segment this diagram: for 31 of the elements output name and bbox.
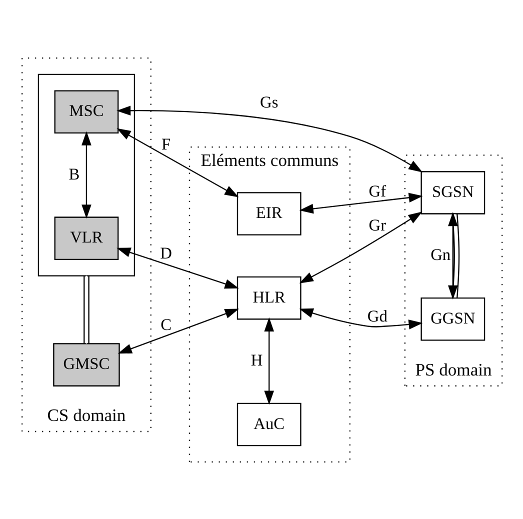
node-box: GGSN [420,296,486,340]
arrow [118,308,239,354]
edge-label: Gs [260,92,278,111]
arrow [299,308,423,329]
arrow [299,192,423,214]
node-box: MSC [54,90,119,134]
edge-label: F [162,134,171,154]
edge-label: Gn [430,244,451,264]
node-box: HLR [236,276,302,320]
edge-label: Gr [368,214,386,234]
edge-label: H [250,350,263,370]
arrow [116,247,239,288]
node-box: AuC [236,402,302,446]
edge-label: Gd [367,306,388,326]
node-box: GMSC [53,342,120,386]
edge-label: B [68,164,80,183]
arrow [299,211,422,283]
connector [452,213,460,298]
arrow [116,105,423,172]
node-box: VLR [54,216,119,260]
arrow [116,128,239,197]
arrow [82,130,92,218]
connector [84,275,90,344]
edge-label: C [160,314,172,334]
arrow [264,316,274,404]
cluster [38,73,136,276]
edge-label: Gf [368,180,386,200]
edge-label: D [160,242,172,262]
node-box: EIR [236,192,302,235]
node-box: SGSN [420,170,486,214]
arrow [448,212,458,299]
